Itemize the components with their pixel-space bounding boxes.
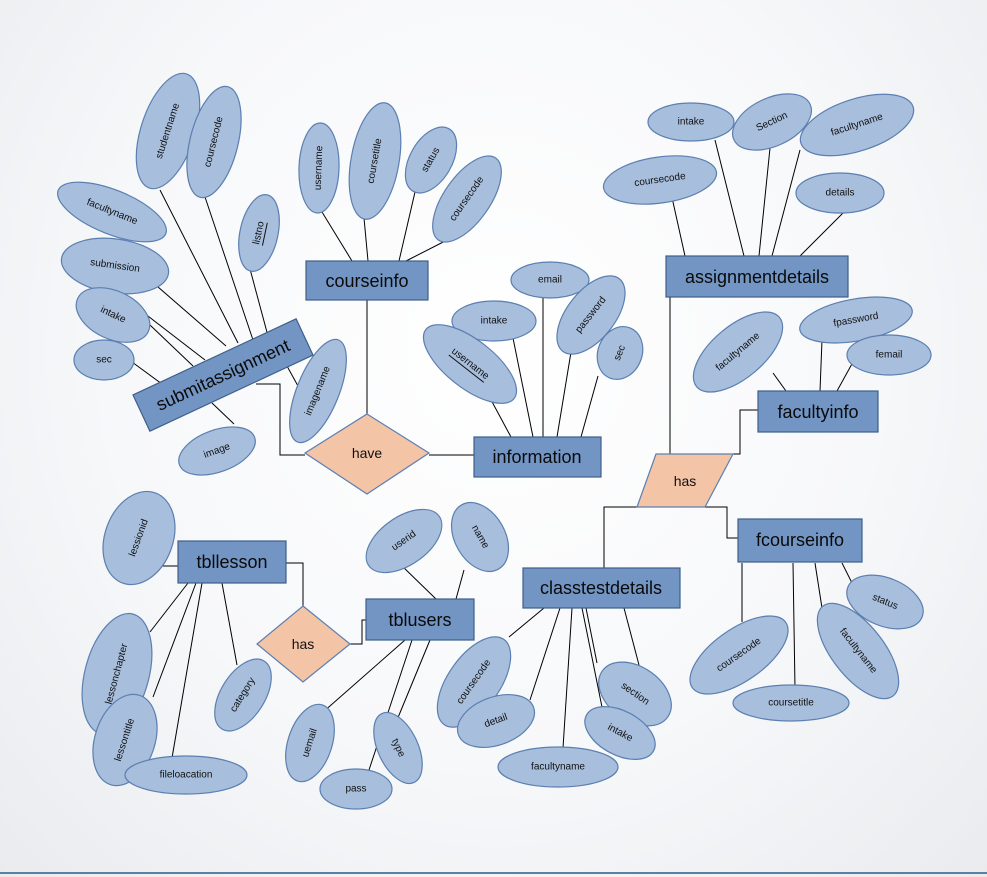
attr-submitassignment-coursecode: coursecode (186, 85, 242, 199)
svg-text:fileloacation: fileloacation (160, 770, 213, 781)
svg-text:sec: sec (96, 355, 112, 366)
relationship-has-faculty: has (636, 453, 734, 508)
svg-text:listno: listno (251, 220, 267, 246)
attr-facultyinfo-femail: femail (846, 334, 932, 376)
attr-fcourseinfo-status: status (846, 574, 924, 630)
entity-assignmentdetails: assignmentdetails (665, 255, 849, 298)
attr-submitassignment-facultyname: facultyname (56, 181, 168, 243)
attr-tblusers-pass: pass (319, 768, 393, 810)
svg-text:facultyinfo: facultyinfo (777, 402, 858, 422)
attr-assignmentdetails-section: Section (732, 93, 812, 151)
svg-text:email: email (538, 275, 562, 286)
attr-courseinfo-coursecode: coursecode (432, 155, 502, 243)
attr-tbllesson-lessionid: lessionid (102, 490, 176, 586)
svg-text:intake: intake (678, 117, 705, 128)
attr-tblusers-type: type (373, 711, 423, 785)
attr-tblusers-userid: userid (365, 508, 443, 574)
attr-submitassignment-image: image (178, 426, 256, 476)
svg-text:tbllesson: tbllesson (196, 552, 267, 572)
attr-submitassignment-sec: sec (73, 339, 135, 381)
attr-assignmentdetails-details: details (795, 172, 885, 214)
svg-text:information: information (492, 447, 581, 467)
entity-tbllesson: tbllesson (177, 540, 287, 584)
svg-text:pass: pass (345, 784, 366, 795)
attr-courseinfo-status: status (404, 126, 458, 194)
entity-tblusers: tblusers (365, 598, 475, 641)
entity-facultyinfo: facultyinfo (757, 390, 879, 433)
svg-text:tblusers: tblusers (388, 610, 451, 630)
entity-submitassignment: submitassignment (132, 318, 314, 432)
svg-text:assignmentdetails: assignmentdetails (685, 267, 829, 287)
attr-tblusers-name: name (450, 502, 510, 572)
attr-assignmentdetails-intake: intake (647, 102, 735, 142)
attr-classtestdetails-intake: intake (584, 706, 656, 760)
svg-text:username: username (313, 145, 326, 190)
svg-text:has: has (292, 636, 315, 652)
svg-text:sec: sec (612, 344, 628, 363)
attr-fcourseinfo-coursecode: coursecode (689, 615, 789, 695)
attr-classtestdetails-detail: detail (456, 694, 536, 748)
attr-facultyinfo-facultyname: facultyname (692, 311, 784, 393)
attr-assignmentdetails-coursecode: coursecode (602, 155, 718, 205)
relationships: have has has (256, 413, 734, 683)
svg-text:coursetitle: coursetitle (768, 698, 814, 709)
svg-text:submitassignment: submitassignment (153, 335, 293, 414)
svg-text:femail: femail (876, 350, 903, 361)
svg-text:courseinfo: courseinfo (325, 271, 408, 291)
attributes: username coursetitle status coursecode s… (56, 72, 932, 810)
attr-fcourseinfo-coursetitle: coursetitle (732, 684, 850, 722)
attr-information-intake: intake (451, 300, 537, 342)
attr-submitassignment-listno: listno (238, 194, 280, 272)
entity-classtestdetails: classtestdetails (522, 567, 681, 609)
attr-courseinfo-username: username (298, 122, 340, 214)
entity-courseinfo: courseinfo (305, 260, 429, 301)
attr-information-email: email (510, 261, 590, 299)
svg-text:has: has (674, 473, 697, 489)
bottom-divider (0, 872, 987, 874)
svg-text:classtestdetails: classtestdetails (540, 578, 662, 598)
entity-information: information (473, 436, 602, 478)
attr-information-sec: sec (596, 326, 644, 380)
svg-text:facultyname: facultyname (531, 762, 585, 773)
attr-courseinfo-coursetitle: coursetitle (348, 102, 402, 220)
attr-classtestdetails-facultyname: facultyname (497, 746, 619, 788)
attr-facultyinfo-fpassword: fpassword (799, 296, 913, 344)
attr-submitassignment-intake: intake (75, 287, 151, 343)
attr-assignmentdetails-facultyname: facultyname (799, 93, 915, 157)
attr-tbllesson-category: category (214, 658, 272, 732)
entity-fcourseinfo: fcourseinfo (737, 518, 863, 563)
attr-submitassignment-imagename: imagename (289, 338, 347, 444)
svg-text:details: details (826, 188, 855, 199)
svg-text:have: have (352, 445, 383, 461)
attr-submitassignment-studentname: studentname (135, 72, 201, 190)
attr-tbllesson-fileloacation: fileloacation (124, 755, 248, 795)
relationship-has-lesson: has (256, 605, 351, 683)
attr-information-password: password (556, 275, 626, 355)
svg-text:intake: intake (481, 316, 508, 327)
relationship-have: have (303, 413, 431, 495)
connector-lines (111, 139, 854, 774)
attr-information-username: username (422, 324, 518, 404)
svg-text:fcourseinfo: fcourseinfo (756, 530, 844, 550)
attr-tblusers-uemail: uemail (285, 703, 335, 783)
attr-fcourseinfo-facultyname: facultyname (816, 602, 900, 700)
